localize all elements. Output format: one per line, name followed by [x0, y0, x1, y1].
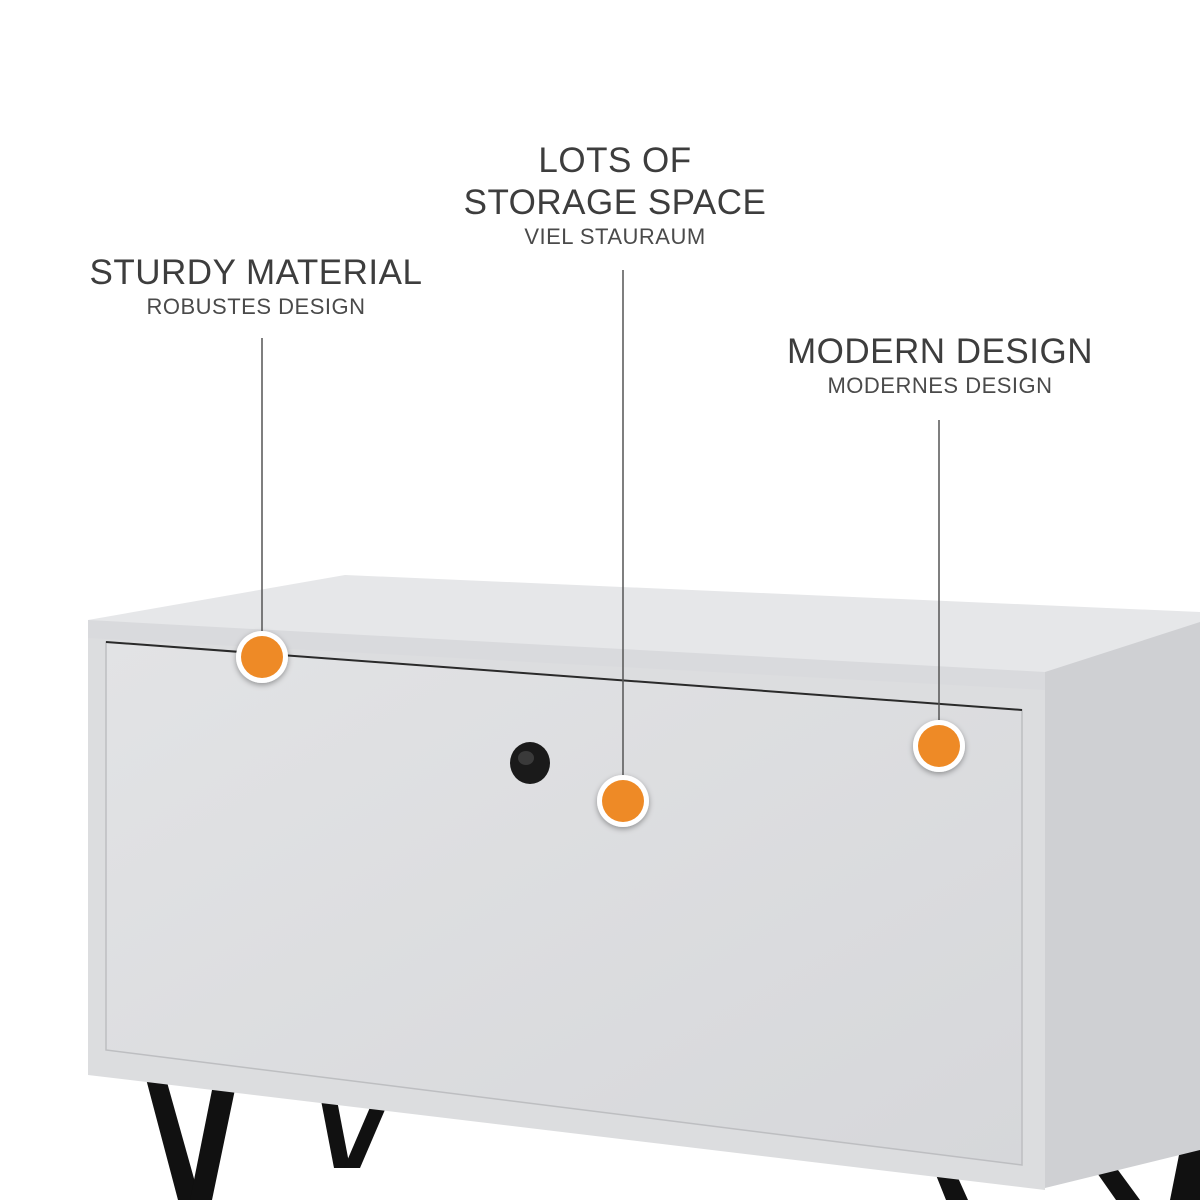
cabinet-top — [88, 575, 1200, 690]
callout-subtitle: ROBUSTES DESIGN — [146, 294, 366, 319]
callout-subtitle: MODERNES DESIGN — [827, 373, 1053, 398]
marker-storage — [597, 775, 649, 827]
marker-modern — [913, 720, 965, 772]
leg-front-left — [145, 1075, 200, 1200]
cabinet-side — [1045, 622, 1200, 1188]
callout-title: MODERN DESIGN — [787, 332, 1093, 371]
leg-inner-left — [320, 1095, 350, 1168]
callout-sturdy-material: STURDY MATERIAL ROBUSTES DESIGN — [56, 252, 456, 320]
callout-storage-space: LOTS OF STORAGE SPACE VIEL STAURAUM — [415, 140, 815, 250]
callout-title-line1: LOTS OF — [538, 141, 692, 180]
marker-sturdy — [236, 631, 288, 683]
door-knob — [510, 742, 550, 784]
callout-modern-design: MODERN DESIGN MODERNES DESIGN — [740, 331, 1140, 399]
leg-front-right — [1095, 1170, 1140, 1200]
callout-subtitle: VIEL STAURAUM — [524, 224, 706, 249]
callout-title: STURDY MATERIAL — [89, 253, 423, 292]
leg-back-right — [1170, 1150, 1200, 1200]
leg-front-left-back — [190, 1075, 238, 1200]
cabinet-top-edge — [88, 620, 1045, 692]
callout-title-line2: STORAGE SPACE — [463, 183, 767, 222]
cabinet-legs — [145, 1075, 1200, 1200]
leg-inner-right — [344, 1098, 390, 1168]
